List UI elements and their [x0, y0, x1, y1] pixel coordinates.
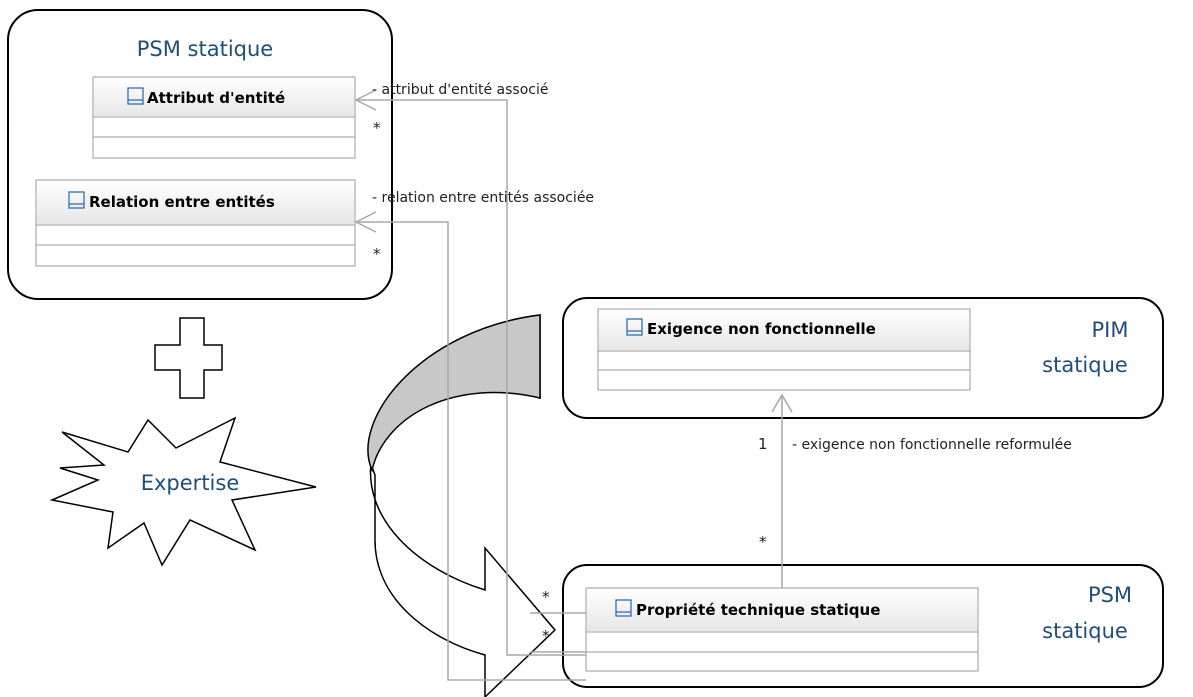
package-psm-bottom-title-line2: statique — [1042, 619, 1128, 643]
class-propriete[interactable]: Propriété technique statique — [585, 587, 979, 672]
mult-attribut: * — [373, 119, 381, 137]
class-relation-name: Relation entre entités — [89, 193, 275, 211]
mult-propriete-left-2: * — [542, 627, 550, 645]
role-relation: - relation entre entités associée — [372, 190, 594, 206]
class-exigence-name: Exigence non fonctionnelle — [647, 320, 876, 338]
class-propriete-name: Propriété technique statique — [636, 601, 880, 619]
expertise-burst — [49, 416, 317, 567]
class-attribut[interactable]: Attribut d'entité — [92, 76, 356, 159]
package-pim-title-line1: PIM — [1092, 318, 1129, 342]
class-icon — [127, 87, 144, 105]
mult-exigence: 1 — [758, 435, 768, 453]
transformation-arrow-shade — [367, 314, 541, 473]
plus-sign — [154, 317, 223, 399]
class-icon — [68, 191, 85, 209]
class-relation[interactable]: Relation entre entités — [35, 179, 356, 267]
connectors — [354, 89, 793, 681]
connector-relation — [356, 221, 586, 681]
mult-propriete-left-1: * — [542, 588, 550, 606]
connector-attribut — [356, 99, 586, 656]
package-psm-bottom-title-line1: PSM — [1088, 583, 1132, 607]
connector-exigence-arrowhead — [771, 393, 793, 413]
class-attribut-name: Attribut d'entité — [147, 89, 285, 107]
class-icon — [615, 599, 632, 617]
package-psm-top-title: PSM statique — [137, 37, 273, 61]
role-attribut: - attribut d'entité associé — [372, 82, 549, 98]
connector-attribut-arrowhead — [354, 89, 377, 111]
class-exigence[interactable]: Exigence non fonctionnelle — [597, 308, 971, 391]
mult-relation: * — [373, 245, 381, 263]
expertise-label: Expertise — [141, 471, 240, 495]
role-exigence: - exigence non fonctionnelle reformulée — [792, 437, 1072, 453]
class-icon — [626, 318, 643, 336]
connector-relation-arrowhead — [354, 211, 377, 233]
package-pim-title-line2: statique — [1042, 353, 1128, 377]
mult-propriete-up: * — [759, 533, 767, 551]
